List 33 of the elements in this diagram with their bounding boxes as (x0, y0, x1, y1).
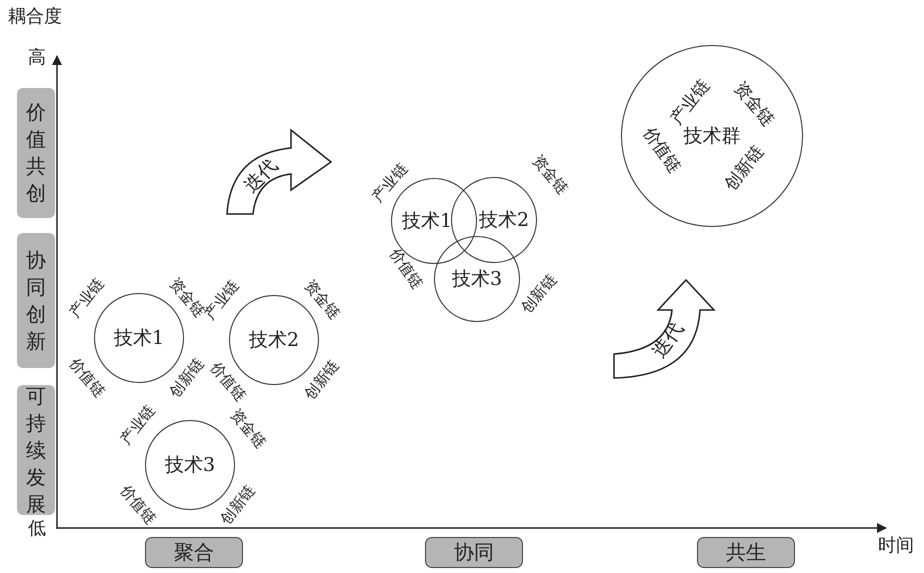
chain-label: 资金链 (300, 276, 344, 324)
stage-tab: 价值共创 (17, 88, 55, 218)
chain-label: 产业链 (116, 401, 160, 449)
chain-label: 创新链 (216, 481, 260, 529)
technology-label: 技术1 (402, 209, 452, 234)
chain-label: 资金链 (528, 152, 572, 198)
technology-label: 技术3 (452, 267, 502, 292)
chain-label: 资金链 (226, 406, 270, 452)
stage-tab: 可持续发展 (17, 385, 55, 515)
chain-label: 价值链 (385, 245, 427, 293)
technology-label: 技术群 (684, 125, 740, 149)
axis-label: 高 (28, 49, 46, 67)
stage-tab: 协同创新 (17, 233, 55, 368)
axis-title: 时间 (878, 537, 914, 555)
technology-label: 技术3 (164, 453, 216, 478)
chain-label: 产业链 (368, 160, 412, 206)
arrow-label: 迭代 (238, 154, 284, 199)
stage-button: 聚合 (145, 537, 243, 568)
axis-title: 耦合度 (8, 8, 62, 26)
stage-button: 共生 (697, 537, 795, 568)
chain-label: 价值链 (206, 358, 250, 406)
arrow-label: 迭代 (647, 317, 689, 364)
technology-label: 技术2 (248, 328, 300, 353)
chain-label: 价值链 (65, 354, 109, 402)
chain-label: 创新链 (300, 356, 344, 404)
chain-label: 价值链 (116, 482, 160, 528)
technology-label: 技术2 (478, 208, 530, 233)
stage-button: 协同 (425, 537, 523, 568)
axis-label: 低 (28, 520, 46, 538)
technology-label: 技术1 (114, 326, 164, 351)
chain-label: 产业链 (66, 274, 108, 322)
chain-label: 创新链 (517, 270, 561, 318)
chain-label: 创新链 (166, 354, 208, 402)
